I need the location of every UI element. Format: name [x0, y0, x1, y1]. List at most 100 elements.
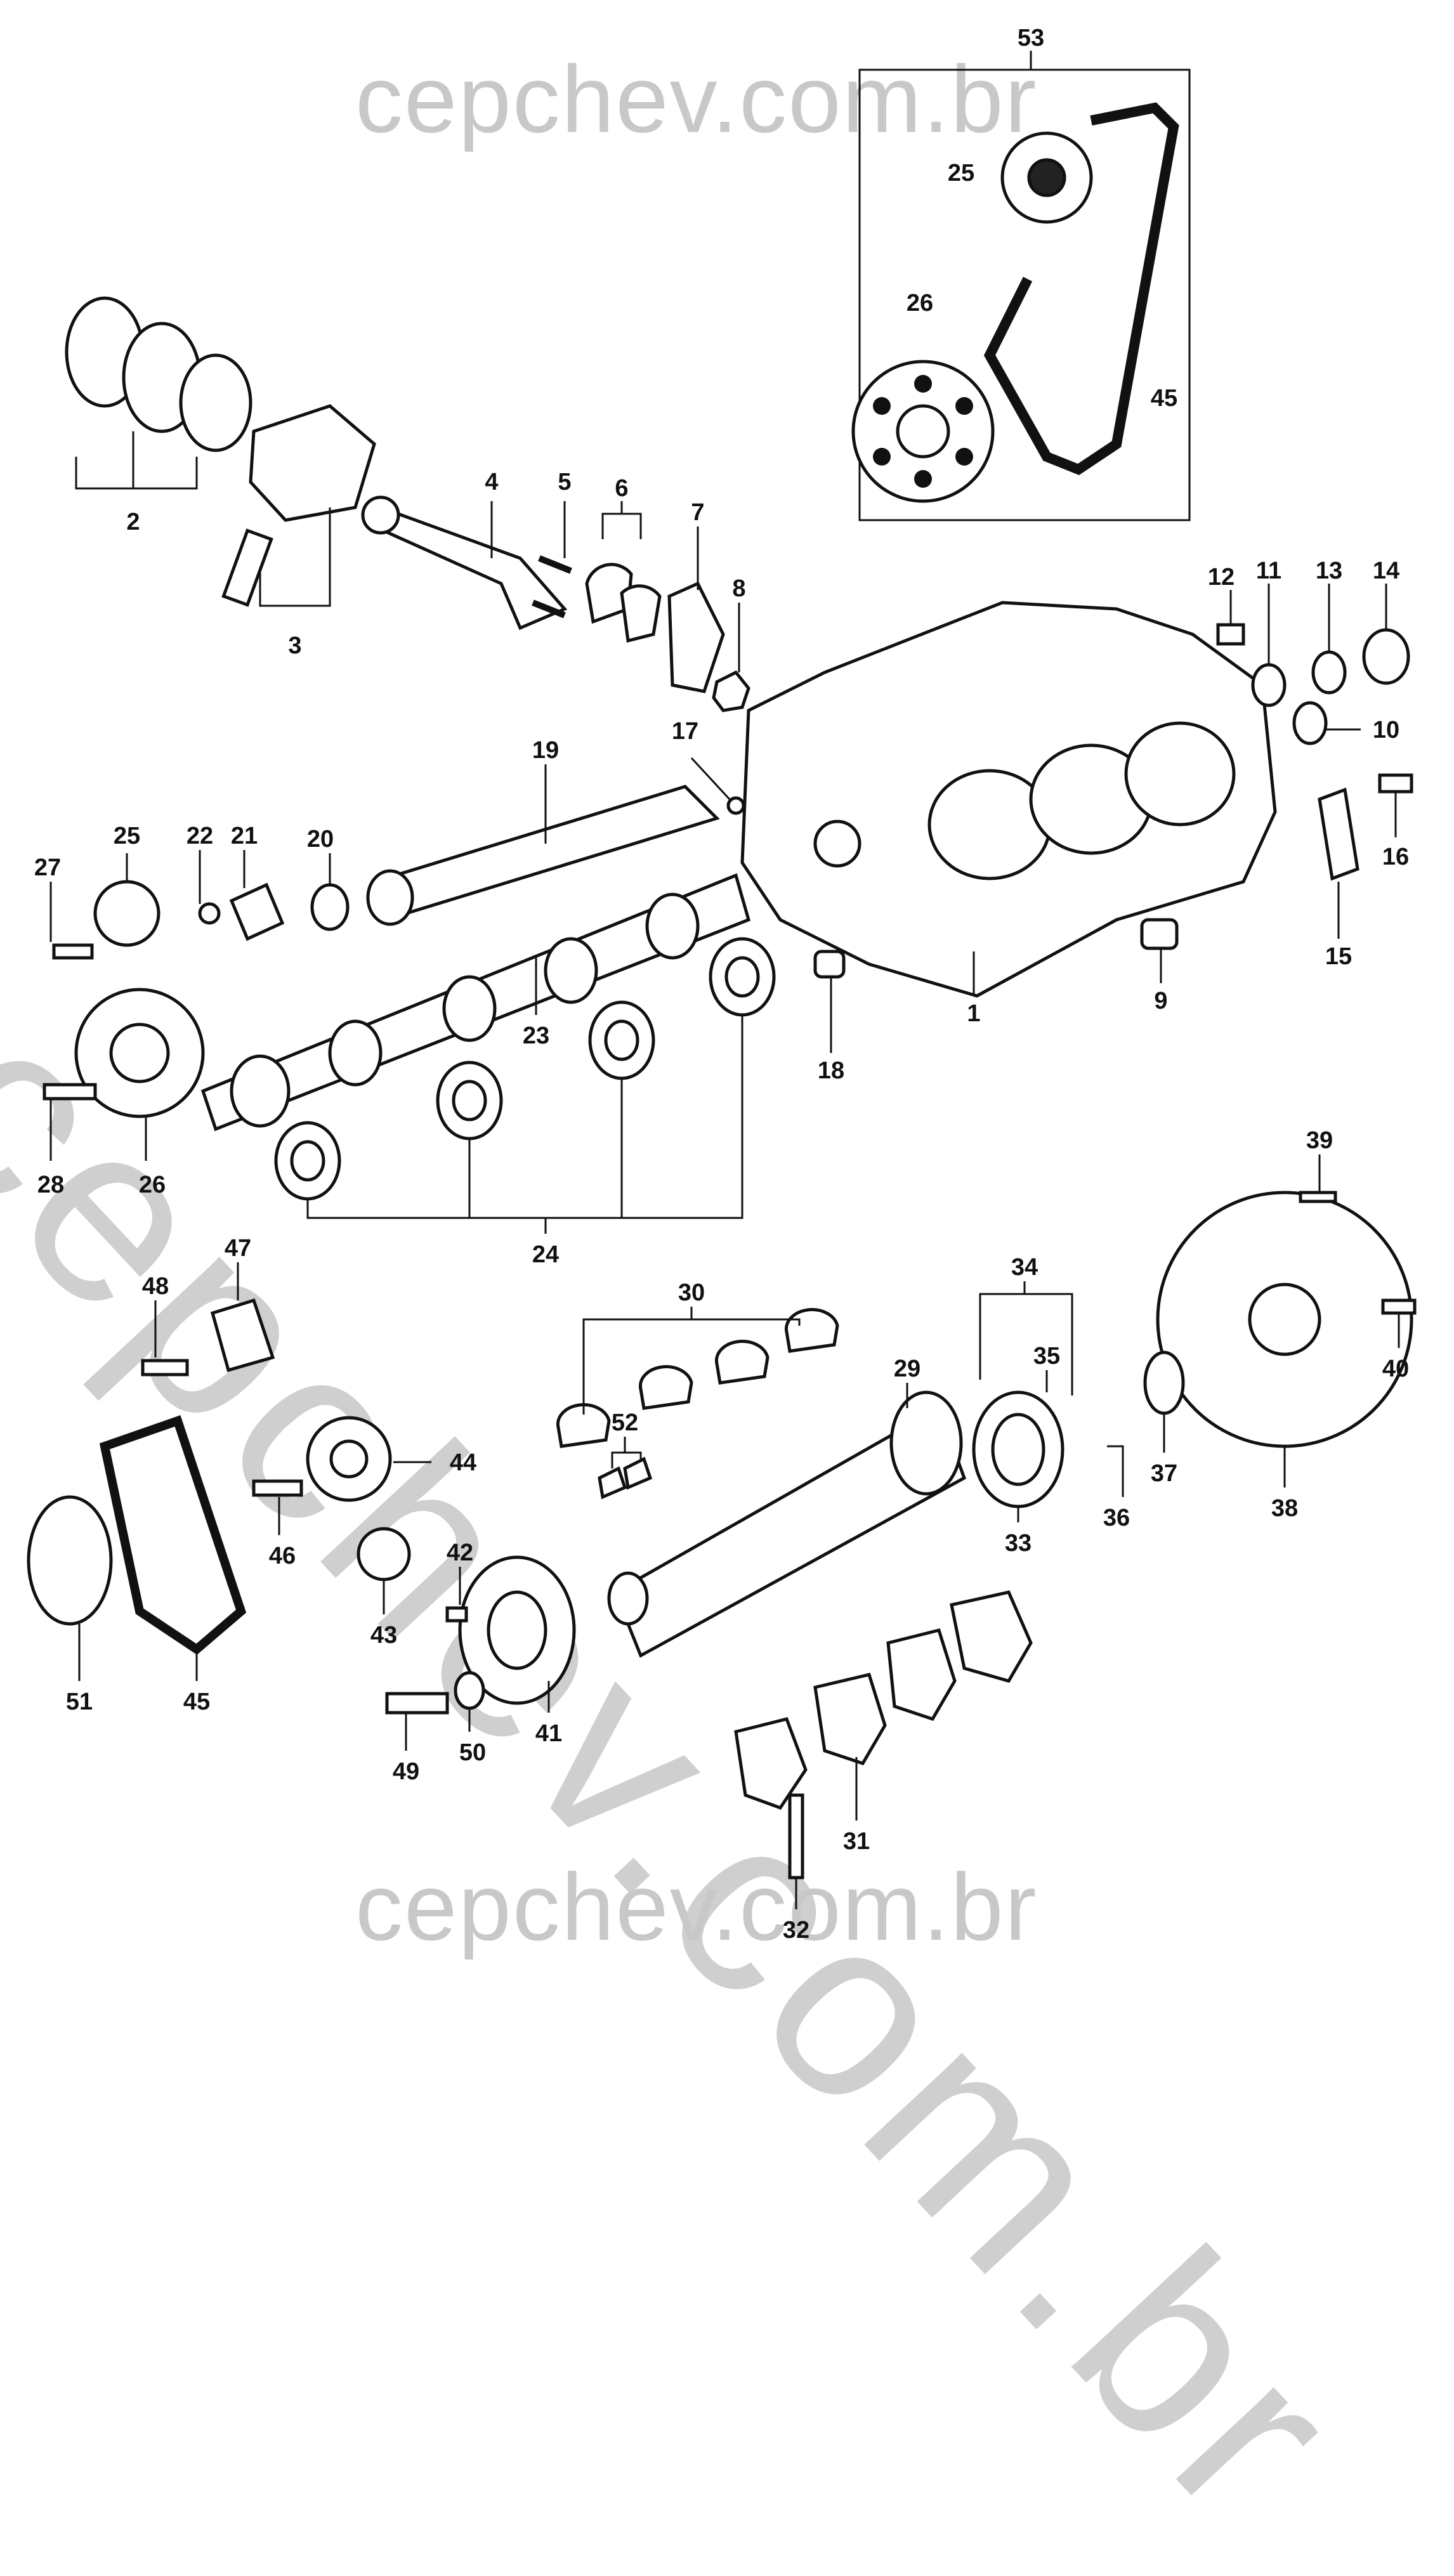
core-plug-13 [1311, 650, 1347, 695]
bolt-46 [252, 1479, 303, 1497]
callout-1: 1 [967, 1000, 980, 1027]
watermark-bottom: cepchev.com.br [355, 1854, 1038, 1960]
key-52b [623, 1456, 653, 1490]
callout-10: 10 [1373, 717, 1399, 743]
bolt-48 [141, 1359, 189, 1376]
callout-9: 9 [1154, 988, 1167, 1014]
callout-25-inset: 25 [948, 160, 974, 186]
rod-cap [667, 581, 725, 693]
callout-42: 42 [447, 1540, 473, 1566]
callout-8: 8 [732, 575, 745, 602]
timing-chain-45 [99, 1415, 247, 1655]
rod-nut [712, 670, 750, 712]
key-52a [598, 1466, 627, 1500]
callout-44: 44 [450, 1449, 476, 1476]
stud-42 [445, 1606, 468, 1623]
timing-chain-inset-box [858, 69, 1191, 521]
callout-17: 17 [672, 718, 698, 745]
callout-6: 6 [615, 475, 628, 502]
piston-ring-3 [179, 353, 252, 452]
seal-37 [1143, 1350, 1185, 1415]
callout-18: 18 [818, 1057, 844, 1084]
callout-46: 46 [269, 1543, 296, 1569]
bolt-22 [198, 902, 221, 925]
plug-18 [813, 950, 846, 979]
callout-32: 32 [783, 1917, 809, 1944]
camshaft-bearings [274, 937, 776, 1201]
callout-23: 23 [523, 1023, 549, 1049]
main-bearing-caps [734, 1590, 1033, 1810]
callout-48: 48 [142, 1273, 169, 1300]
plug-9 [1140, 918, 1179, 950]
callout-12: 12 [1208, 564, 1235, 591]
callout-41: 41 [535, 1720, 562, 1747]
bolt-27 [52, 943, 94, 960]
crankshaft [613, 1406, 967, 1658]
callout-38: 38 [1271, 1495, 1298, 1522]
bolt-40 [1381, 1298, 1417, 1315]
piston-pin [221, 528, 273, 607]
cover-47 [210, 1298, 275, 1373]
core-plug-11 [1251, 663, 1287, 707]
callout-35: 35 [1033, 1343, 1060, 1370]
callout-26: 26 [139, 1172, 166, 1198]
core-plug-10 [1292, 701, 1328, 745]
callout-34: 34 [1011, 1254, 1038, 1281]
connecting-rod [372, 505, 568, 631]
cam-seal-20 [310, 883, 350, 931]
washer-50 [454, 1671, 485, 1710]
core-plug-14 [1362, 628, 1410, 685]
callout-25: 25 [114, 823, 140, 849]
callout-30: 30 [678, 1279, 705, 1306]
bolt-49 [385, 1692, 449, 1715]
callout-20: 20 [307, 826, 334, 853]
callout-45: 45 [183, 1689, 210, 1715]
callout-19: 19 [532, 737, 559, 764]
inset-timing-chain [983, 102, 1179, 475]
oil-pump-cover [1318, 787, 1359, 881]
callout-40: 40 [1382, 1356, 1409, 1382]
callout-53: 53 [1018, 25, 1044, 51]
callout-7: 7 [691, 499, 704, 526]
callout-22: 22 [187, 823, 213, 849]
callout-21: 21 [231, 823, 258, 849]
callout-43: 43 [370, 1622, 397, 1649]
callout-37: 37 [1151, 1460, 1177, 1487]
callout-14: 14 [1373, 558, 1399, 584]
callout-29: 29 [894, 1356, 920, 1382]
callout-24: 24 [532, 1241, 559, 1268]
callout-31: 31 [843, 1828, 870, 1855]
pin-39 [1299, 1191, 1337, 1203]
rod-bearing-upper [585, 563, 633, 624]
callout-13: 13 [1316, 558, 1342, 584]
callout-47: 47 [225, 1235, 251, 1262]
bolt-16 [1378, 773, 1413, 794]
callout-3: 3 [288, 632, 301, 659]
thrust-plate-21 [229, 882, 285, 941]
callout-11: 11 [1256, 558, 1281, 584]
rod-bearing-lower [620, 584, 662, 643]
callout-4: 4 [485, 469, 498, 495]
gear-43 [357, 1527, 411, 1581]
callout-50: 50 [459, 1739, 486, 1766]
callout-45-inset: 45 [1151, 385, 1177, 412]
cam-gear-25 [93, 880, 160, 947]
callout-27: 27 [34, 854, 61, 881]
bolt-28 [43, 1083, 97, 1101]
piston [249, 404, 376, 522]
callout-51: 51 [66, 1689, 93, 1715]
callout-49: 49 [393, 1758, 419, 1785]
callout-15: 15 [1325, 943, 1352, 970]
watermark-top: cepchev.com.br [355, 46, 1038, 152]
callout-5: 5 [558, 469, 571, 495]
block-plug-12 [1216, 623, 1245, 646]
callout-26-inset: 26 [907, 290, 933, 317]
main-bearings-upper [556, 1308, 839, 1448]
callout-28: 28 [37, 1172, 64, 1198]
callout-39: 39 [1306, 1127, 1333, 1154]
callout-52: 52 [612, 1409, 638, 1436]
plug-17 [726, 796, 745, 815]
callout-16: 16 [1382, 844, 1409, 870]
oil-slinger-51 [27, 1495, 113, 1626]
callout-33: 33 [1005, 1530, 1032, 1557]
